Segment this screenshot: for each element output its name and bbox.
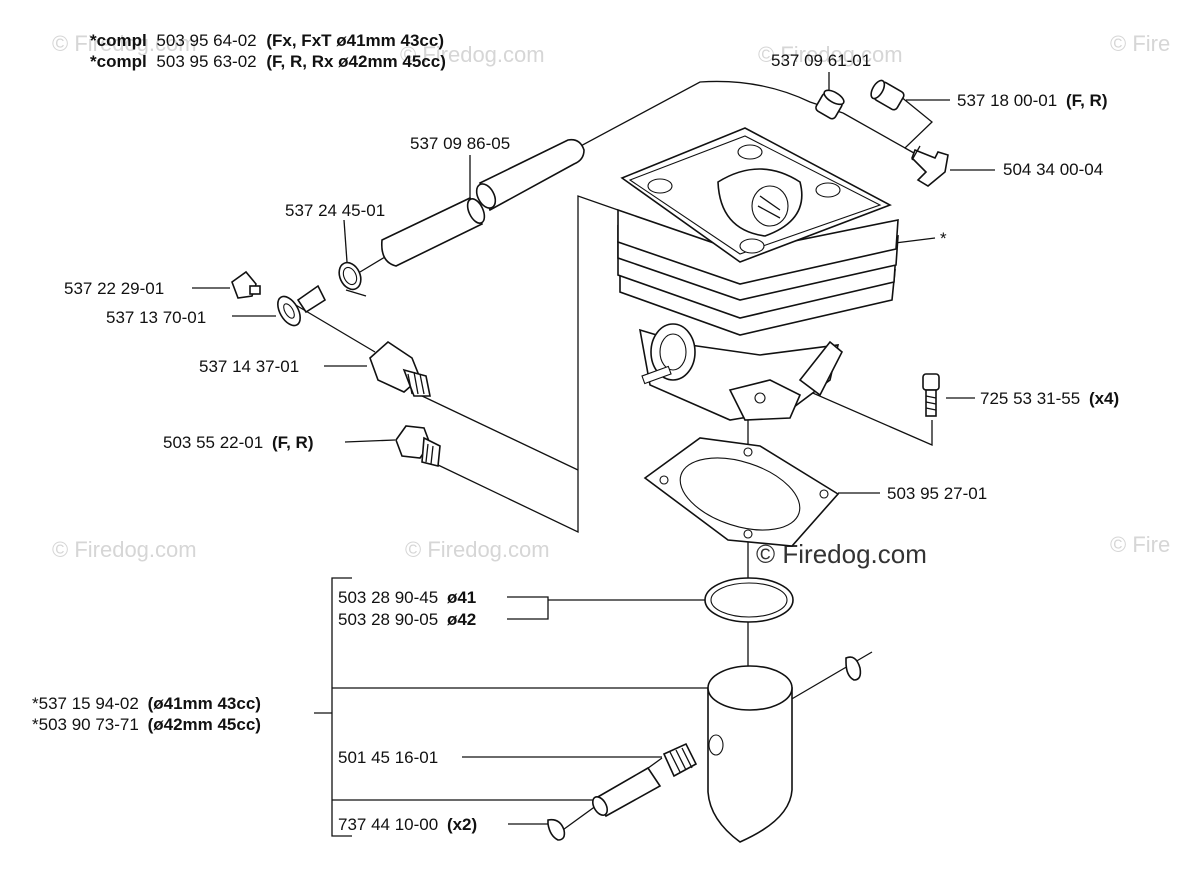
label-503-55-22-01: 503 55 22-01 (F, R)	[163, 433, 313, 452]
label-537-14-37-01: 537 14 37-01	[199, 357, 299, 376]
label-cylinder-star: *	[940, 229, 947, 248]
label-537-09-86-05: 537 09 86-05	[410, 134, 510, 153]
leader-lines	[192, 72, 995, 837]
piston-pin-drawing	[591, 766, 662, 818]
label-503-28-90-45: 503 28 90-45 ø41	[338, 588, 476, 607]
gasket-drawing	[643, 437, 840, 547]
watermark-top-center: © Firedog.com	[400, 42, 545, 67]
hose-upper-drawing	[475, 138, 585, 212]
label-537-09-61-01: 537 09 61-01	[771, 51, 871, 70]
clamp-drawing	[338, 261, 367, 297]
watermark-top-edge: © Fire	[1110, 31, 1170, 56]
circlip-left-drawing	[547, 818, 566, 841]
label-503-95-27-01: 503 95 27-01	[887, 484, 987, 503]
cap-drawing	[231, 270, 261, 299]
watermark-mid-left: © Firedog.com	[52, 537, 197, 562]
watermark-mid-center: © Firedog.com	[405, 537, 550, 562]
header-line-1-number: 503 95 64-02	[156, 31, 256, 50]
header-line-1-note: (Fx, FxT ø41mm 43cc)	[266, 31, 444, 50]
valve-stem-drawing	[296, 284, 327, 314]
hose-lower-drawing	[380, 196, 486, 267]
label-537-13-70-01: 537 13 70-01	[106, 308, 206, 327]
label-537-22-29-01: 537 22 29-01	[64, 279, 164, 298]
header-line-2: *compl 503 95 63-02 (F, R, Rx ø42mm 45cc…	[90, 52, 446, 71]
decompression-valve-drawing	[369, 340, 431, 397]
washer-drawing	[277, 295, 301, 327]
label-504-34-00-04: 504 34 00-04	[1003, 160, 1103, 179]
label-503-90-73-71: *503 90 73-71 (ø42mm 45cc)	[32, 715, 261, 734]
header-line-1: *compl 503 95 64-02 (Fx, FxT ø41mm 43cc)	[90, 31, 444, 50]
label-537-18-00-01: 537 18 00-01 (F, R)	[957, 91, 1107, 110]
watermark-top-left: © Firedog.com	[52, 31, 197, 56]
header-line-2-note: (F, R, Rx ø42mm 45cc)	[266, 52, 446, 71]
header-line-1-prefix: *compl	[90, 31, 147, 50]
watermark-top-right: © Firedog.com	[758, 42, 903, 67]
impulse-fittings-drawing	[815, 79, 949, 187]
bolt-drawing	[922, 373, 940, 417]
cylinder-drawing	[617, 127, 899, 421]
header-line-2-prefix: *compl	[90, 52, 147, 71]
header-line-2-number: 503 95 63-02	[156, 52, 256, 71]
circlip-right-drawing	[845, 656, 862, 681]
label-737-44-10-00: 737 44 10-00 (x2)	[338, 815, 477, 834]
plug-drawing	[395, 425, 441, 468]
label-725-53-31-55: 725 53 31-55 (x4)	[980, 389, 1119, 408]
piston-drawing	[707, 665, 793, 843]
watermark-mid-edge: © Fire	[1110, 532, 1170, 557]
piston-ring-drawing	[704, 577, 794, 623]
label-503-28-90-05: 503 28 90-05 ø42	[338, 610, 476, 629]
label-501-45-16-01: 501 45 16-01	[338, 748, 438, 767]
label-537-15-94-02: *537 15 94-02 (ø41mm 43cc)	[32, 694, 261, 713]
label-537-24-45-01: 537 24 45-01	[285, 201, 385, 220]
needle-bearing-drawing	[662, 742, 698, 778]
